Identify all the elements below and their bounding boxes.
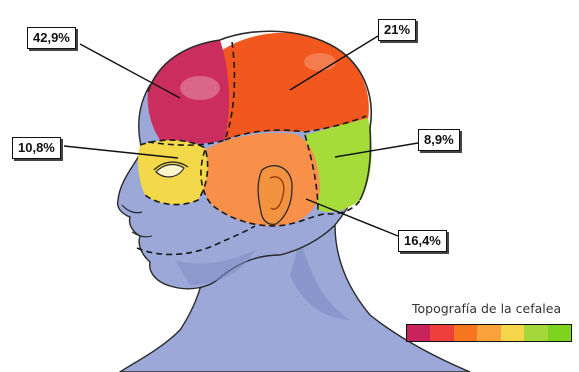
legend-swatch-3 <box>454 325 477 341</box>
callout-parietal-percent: 21% <box>378 19 416 41</box>
legend-swatch-6 <box>524 325 547 341</box>
highlight-parietal <box>304 53 336 71</box>
legend-swatch-2 <box>430 325 453 341</box>
legend-swatch-1 <box>407 325 430 341</box>
callout-periorbital-percent: 10,8% <box>12 137 61 159</box>
legend-swatch-7 <box>548 325 571 341</box>
legend-title: Topografía de la cefalea <box>412 301 561 316</box>
legend-swatch-5 <box>501 325 524 341</box>
callout-frontal-percent: 42,9% <box>27 27 76 49</box>
legend-color-bar <box>406 324 572 342</box>
callout-occipital-percent: 8,9% <box>418 129 460 151</box>
callout-temporal-percent: 16,4% <box>398 230 447 252</box>
legend-swatch-4 <box>477 325 500 341</box>
highlight-frontal <box>180 76 220 100</box>
